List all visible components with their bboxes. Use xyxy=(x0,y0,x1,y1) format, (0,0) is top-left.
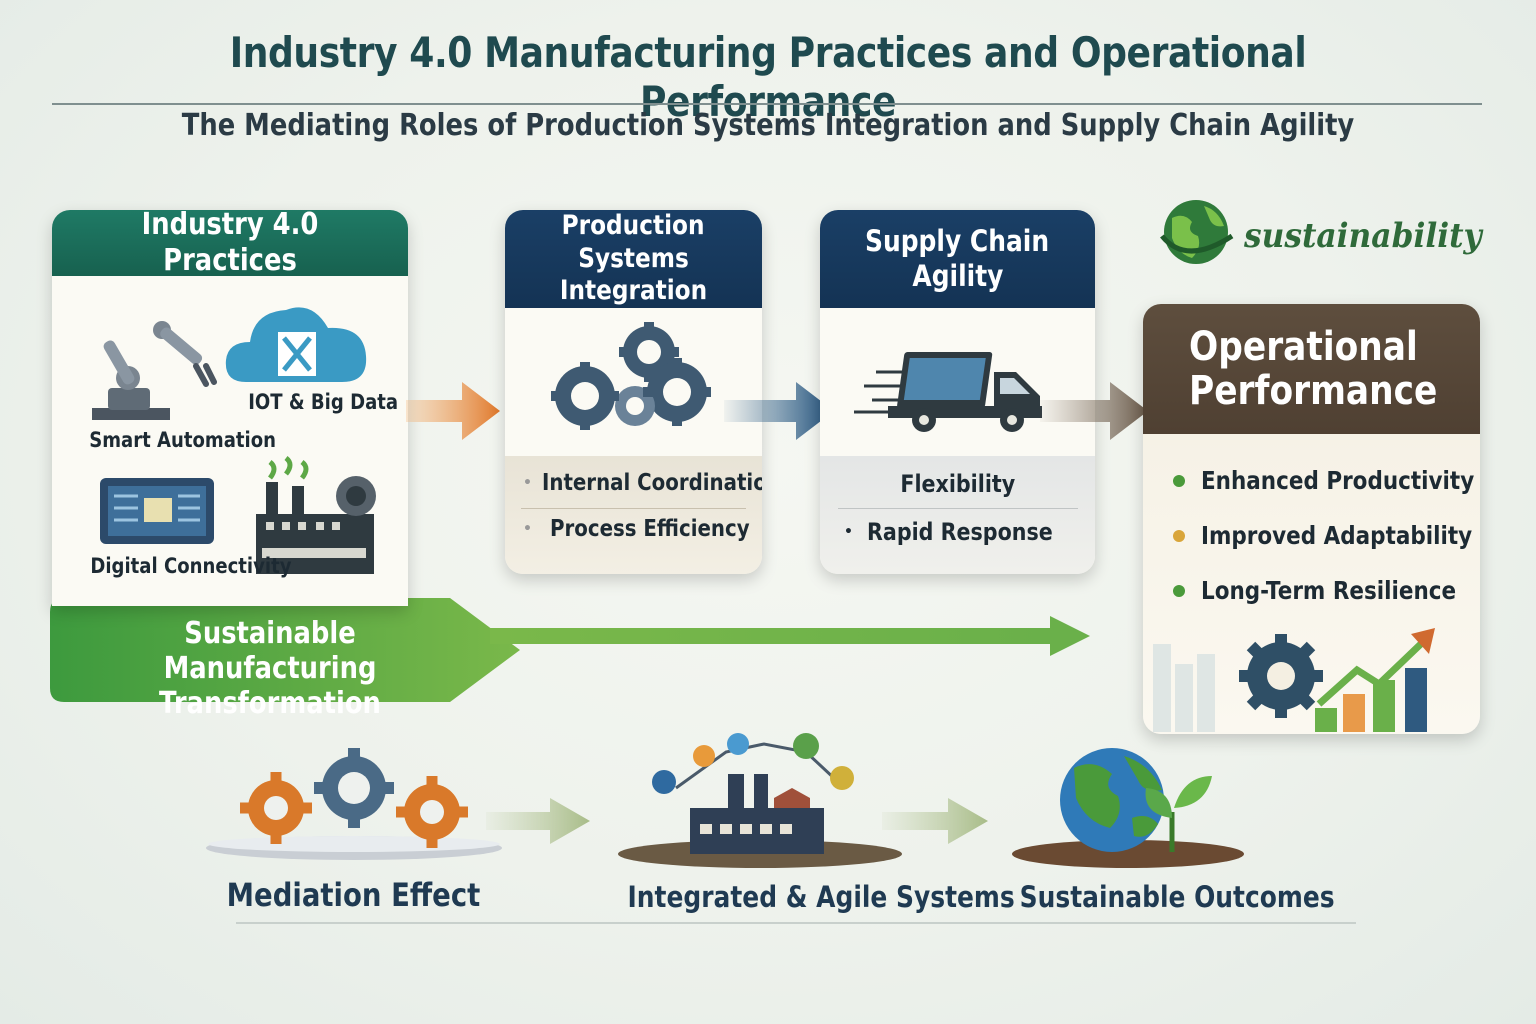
integration-title-line1: Production xyxy=(562,210,705,242)
integration-item: •Internal Coordination xyxy=(523,470,762,496)
transformation-line2: Transformation xyxy=(159,686,381,721)
transformation-label: Sustainable Manufacturing Transformation xyxy=(60,616,480,721)
performance-card: Operational Performance Enhanced Product… xyxy=(1143,304,1480,734)
agility-item: •Rapid Response xyxy=(844,518,1083,546)
integration-item: •Process Efficiency xyxy=(523,516,762,542)
robot-arm-icon xyxy=(88,316,228,424)
arrow-to-integration xyxy=(406,378,502,444)
growth-chart-icon xyxy=(1143,624,1480,734)
cloud-data-icon xyxy=(224,298,370,384)
practice-connectivity-label: Digital Connectivity xyxy=(74,554,308,578)
agile-systems-factory-icon xyxy=(616,732,904,870)
bottom-arrow-2 xyxy=(882,794,990,848)
integration-title-line2: Systems Integration xyxy=(523,243,744,308)
integration-items: •Internal Coordination •Process Efficien… xyxy=(505,456,762,574)
agility-title-line2: Agility xyxy=(912,259,1003,294)
bottom-mediation-label: Mediation Effect xyxy=(206,876,496,914)
sustainability-logo-text: sustainability xyxy=(1244,216,1482,256)
practice-automation-label: Smart Automation xyxy=(74,428,291,452)
agility-header: Supply Chain Agility xyxy=(820,210,1095,308)
performance-item: Enhanced Productivity xyxy=(1173,466,1480,495)
agility-items: Flexibility •Rapid Response xyxy=(820,456,1095,574)
bottom-divider xyxy=(236,922,1356,924)
performance-title-line1: Operational xyxy=(1189,325,1418,369)
practices-header: Industry 4.0 Practices xyxy=(52,210,408,276)
truck-icon xyxy=(848,342,1048,438)
gears-icon xyxy=(545,322,725,442)
performance-header: Operational Performance xyxy=(1143,304,1480,434)
arrow-to-performance xyxy=(1040,378,1150,444)
globe-logo-icon xyxy=(1160,196,1240,268)
title-divider xyxy=(52,103,1482,105)
performance-item: Improved Adaptability xyxy=(1173,521,1480,550)
mediation-gears-icon xyxy=(204,744,504,866)
bottom-arrow-1 xyxy=(486,794,592,848)
integration-header: Production Systems Integration xyxy=(505,210,762,308)
practices-title: Industry 4.0 Practices xyxy=(77,210,383,279)
transformation-line1: Sustainable Manufacturing xyxy=(89,616,450,686)
page-subtitle: The Mediating Roles of Production System… xyxy=(108,108,1429,143)
performance-item: Long-Term Resilience xyxy=(1173,576,1480,605)
bottom-systems-label: Integrated & Agile Systems xyxy=(596,880,936,914)
practice-iot-label: IOT & Big Data xyxy=(236,390,408,414)
circuit-board-icon xyxy=(100,478,216,548)
agility-item: Flexibility xyxy=(820,470,1095,498)
bottom-outcomes-label: Sustainable Outcomes xyxy=(994,880,1274,914)
agility-title-line1: Supply Chain xyxy=(865,224,1049,259)
globe-plant-icon xyxy=(1012,748,1252,872)
performance-title-line2: Performance xyxy=(1189,369,1437,413)
practices-card: Industry 4.0 Practices IOT & Big Data Sm… xyxy=(52,210,408,606)
